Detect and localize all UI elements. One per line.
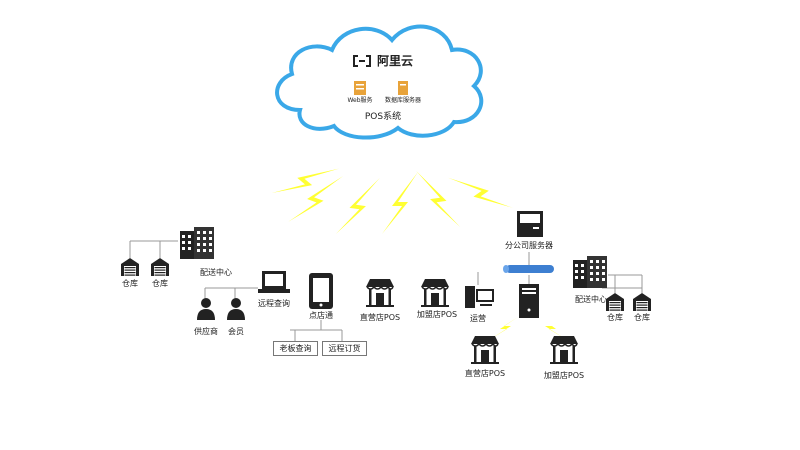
- warehouse-icon: [121, 258, 139, 276]
- branch-server-icon: [517, 211, 543, 237]
- web-service-label: Web服务: [347, 97, 373, 104]
- database-server-icon: [398, 81, 408, 95]
- branch-server-label: 分公司服务器: [505, 241, 553, 250]
- pos-system-label: POS系统: [364, 112, 402, 122]
- direct-store-pos-label: 直营店POS: [359, 313, 401, 322]
- store-icon: [470, 335, 500, 365]
- warehouse-icon: [151, 258, 169, 276]
- lightning-icon: [271, 145, 340, 217]
- remote-query-label: 远程查询: [258, 299, 290, 308]
- warehouse-label: 仓库: [634, 313, 650, 322]
- direct-store-pos-label: 直营店POS: [464, 369, 506, 378]
- store-icon: [549, 335, 579, 365]
- lightning-icon: [489, 317, 518, 340]
- tablet-icon: [309, 273, 333, 309]
- warehouse-icon: [633, 293, 651, 311]
- network-switch-icon: [503, 265, 554, 273]
- supplier-label: 供应商: [194, 327, 218, 336]
- person-icon: [197, 298, 215, 320]
- db-service-label: 数据库服务器: [384, 97, 422, 104]
- distribution-center-icon: [180, 227, 214, 259]
- distribution-center-icon: [573, 256, 607, 288]
- tower-server-icon: [519, 284, 539, 318]
- lightning-icon: [448, 157, 514, 229]
- aliyun-logo-icon: [353, 55, 371, 67]
- lightning-icon: [540, 317, 567, 340]
- remote-order-button: 远程订货: [322, 341, 367, 356]
- right-connectors: [477, 252, 643, 293]
- lightning-icon: [415, 165, 461, 233]
- store-app-label: 点店通: [309, 311, 333, 320]
- warehouse-label: 仓库: [607, 313, 623, 322]
- franchise-store-pos-label: 加盟店POS: [416, 310, 458, 319]
- cloud-logo-text: 阿里云: [377, 54, 414, 68]
- warehouse-label: 仓库: [122, 279, 138, 288]
- warehouse-label: 仓库: [152, 279, 168, 288]
- store-icon: [365, 278, 395, 308]
- warehouse-icon: [606, 293, 624, 311]
- workstation-icon: [465, 286, 494, 308]
- distribution-center-label: 配送中心: [200, 268, 232, 277]
- cloud-shape: [275, 24, 484, 140]
- person-icon: [227, 298, 245, 320]
- laptop-icon: [258, 271, 290, 293]
- member-label: 会员: [228, 327, 244, 336]
- boss-query-button: 老板查询: [273, 341, 318, 356]
- lightning-icon: [382, 172, 418, 234]
- left-connectors: [129, 240, 343, 341]
- operations-label: 运营: [470, 314, 486, 323]
- store-icon: [420, 278, 450, 308]
- web-server-icon: [354, 81, 366, 95]
- distribution-center-label: 配送中心: [575, 295, 607, 304]
- lightning-icon: [335, 172, 381, 240]
- franchise-store-pos-label: 加盟店POS: [543, 371, 585, 380]
